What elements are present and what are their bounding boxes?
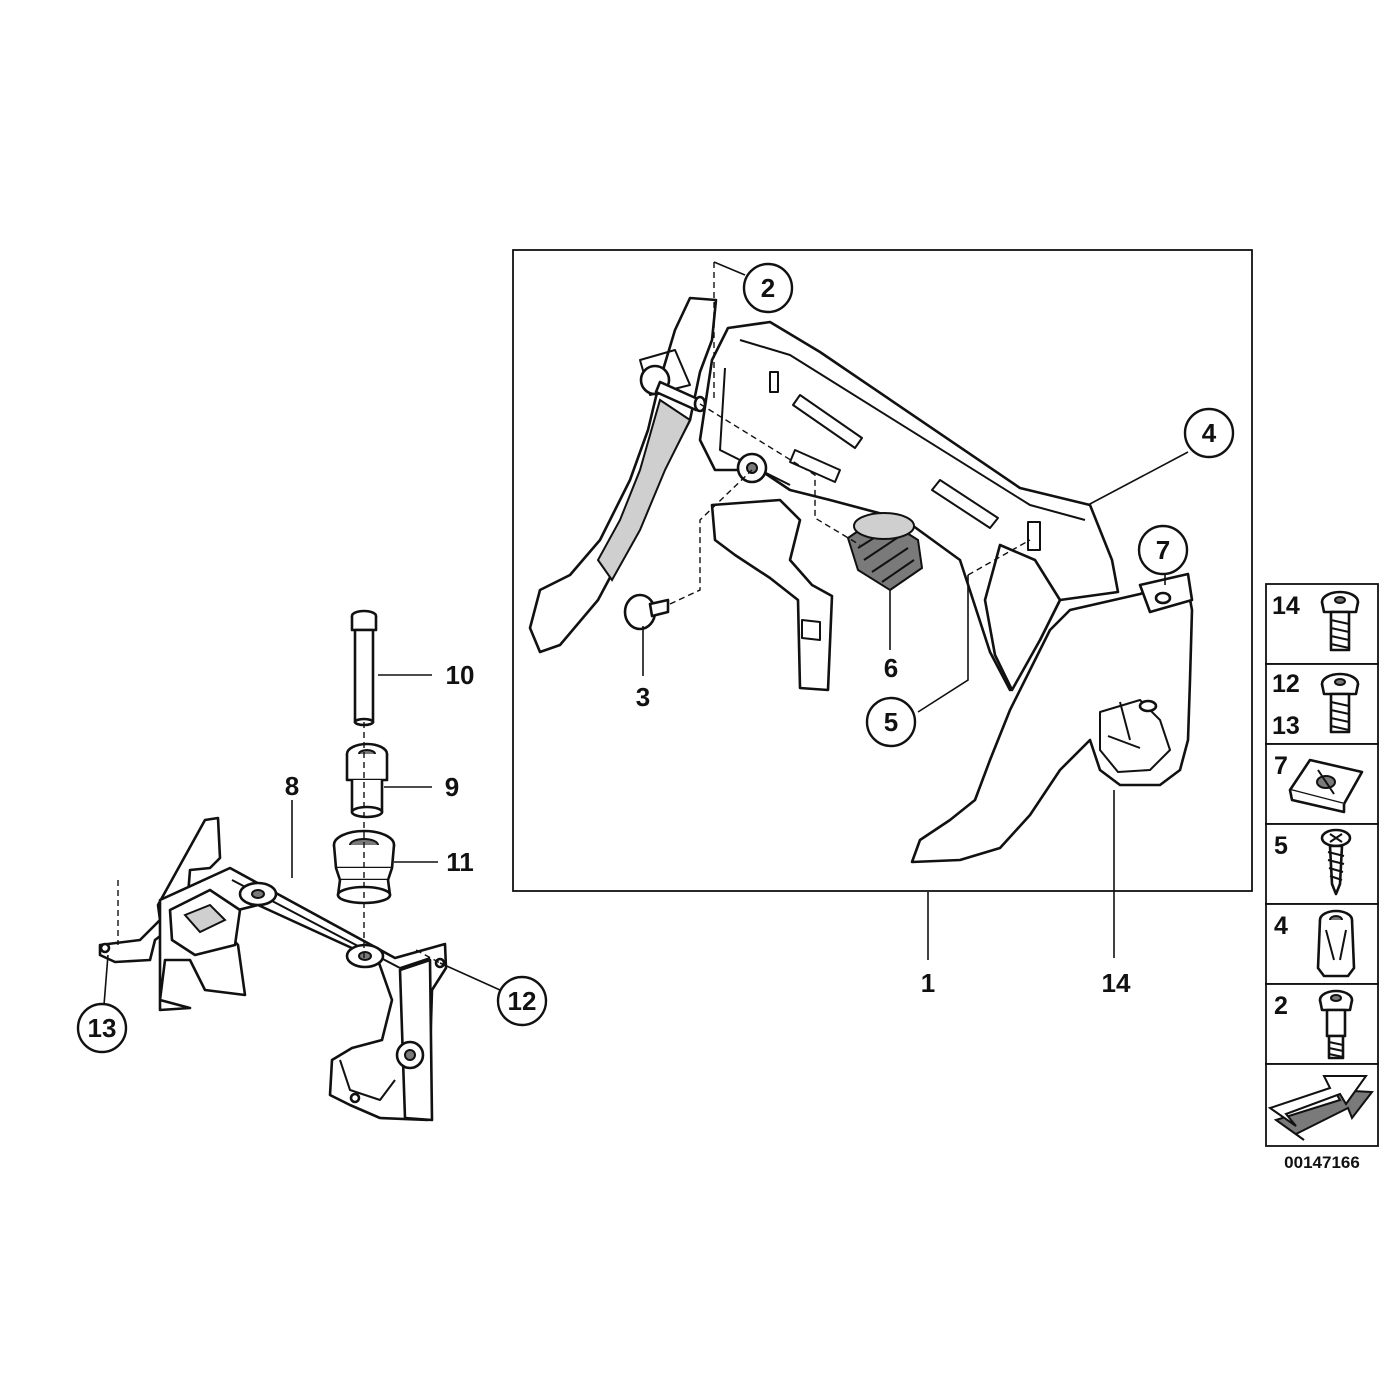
legend-label-2: 2 (1274, 992, 1288, 1020)
assembly-frame (512, 249, 1253, 892)
callout-12: 12 (508, 986, 537, 1016)
pedal-bracket (698, 320, 1120, 692)
callout-6: 6 (884, 653, 898, 683)
document-number: 00147166 (1284, 1153, 1360, 1172)
callout-3: 3 (636, 682, 650, 712)
callout-13: 13 (88, 1013, 117, 1043)
pedal-arm (910, 572, 1194, 864)
callout-4: 4 (1202, 418, 1217, 448)
legend-label-4: 4 (1274, 912, 1288, 940)
expanding-nut-icon (1316, 909, 1356, 978)
callout-5: 5 (884, 707, 898, 737)
button-head-bolt-icon (1320, 672, 1360, 734)
button-plug (623, 593, 670, 631)
legend-label-12: 12 (1272, 670, 1300, 698)
forward-arrow-icon (1267, 1075, 1374, 1141)
callout-circles (76, 262, 1235, 1054)
callout-numbers: 1 2 3 4 5 6 7 8 9 10 11 12 13 14 (88, 273, 1217, 1043)
legend-label-14: 14 (1272, 592, 1300, 620)
callout-14: 14 (1102, 968, 1131, 998)
callout-11: 11 (446, 847, 474, 877)
leader-lines (103, 261, 1189, 1006)
callout-9: 9 (445, 772, 459, 802)
tapping-screw-icon (1320, 828, 1352, 896)
callout-10: 10 (446, 660, 475, 690)
spring-nut-icon (1288, 758, 1364, 814)
callout-7: 7 (1156, 535, 1170, 565)
callout-2: 2 (761, 273, 775, 303)
legend-label-7: 7 (1274, 752, 1288, 780)
callout-1: 1 (921, 968, 935, 998)
button-head-bolt-icon (1320, 590, 1360, 652)
legend-label-13: 13 (1272, 712, 1300, 740)
shoulder-bolt-icon (1318, 989, 1354, 1060)
legend-label-5: 5 (1274, 832, 1288, 860)
pedal-lever (528, 296, 718, 654)
bushing (345, 742, 389, 819)
rubber-buffer (846, 512, 924, 592)
callout-8: 8 (285, 771, 299, 801)
fastener-legend: 14 12 13 7 5 (1265, 583, 1379, 1147)
pin (350, 609, 378, 727)
lower-bracket (98, 816, 448, 1122)
